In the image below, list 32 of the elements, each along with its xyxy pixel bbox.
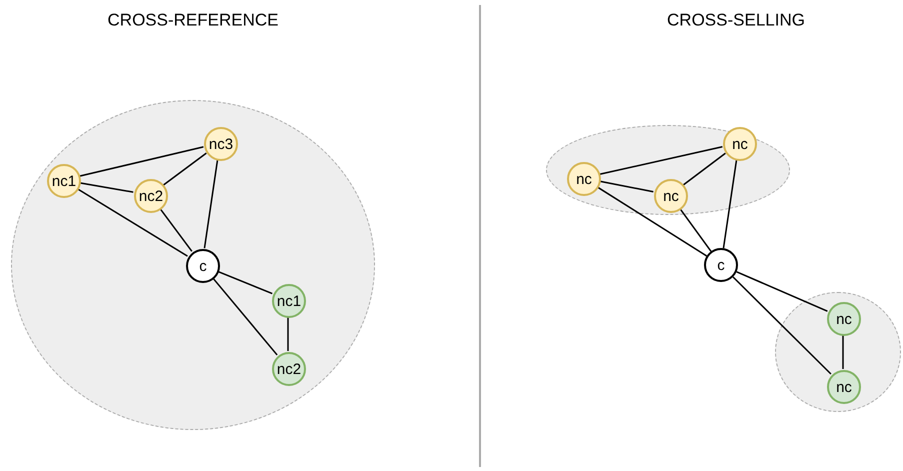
circle-node: nc (723, 127, 757, 161)
circle-node: nc (827, 302, 861, 336)
circle-node: nc (827, 370, 861, 404)
circle-node: nc2 (272, 352, 306, 386)
connector-line (160, 208, 192, 252)
connector-line (732, 276, 832, 375)
connector-line (80, 182, 134, 193)
circle-node: nc3 (204, 127, 238, 161)
connector-line (217, 270, 273, 294)
circle-node: c (704, 248, 738, 282)
connector-line (736, 271, 828, 312)
connector-line (163, 152, 207, 186)
connector-line (600, 180, 654, 192)
connector-line (287, 317, 289, 351)
connector-line (596, 186, 708, 257)
connector-line (212, 278, 278, 356)
connector-line (842, 335, 844, 369)
connector-line (679, 208, 712, 252)
circle-node: nc (567, 162, 601, 196)
circle-node: nc2 (134, 179, 168, 213)
connector-line (722, 160, 738, 248)
circle-node: c (186, 249, 220, 283)
connector-line (599, 146, 723, 176)
connector-line (204, 160, 218, 248)
connector-line (683, 152, 726, 186)
panel-title: CROSS-REFERENCE (108, 9, 278, 32)
connector-line (79, 146, 204, 177)
circle-node: nc1 (272, 284, 306, 318)
circle-node: nc (654, 179, 688, 213)
circle-node: nc1 (47, 164, 81, 198)
connector-line (77, 188, 188, 257)
panel-title: CROSS-SELLING (667, 9, 805, 32)
